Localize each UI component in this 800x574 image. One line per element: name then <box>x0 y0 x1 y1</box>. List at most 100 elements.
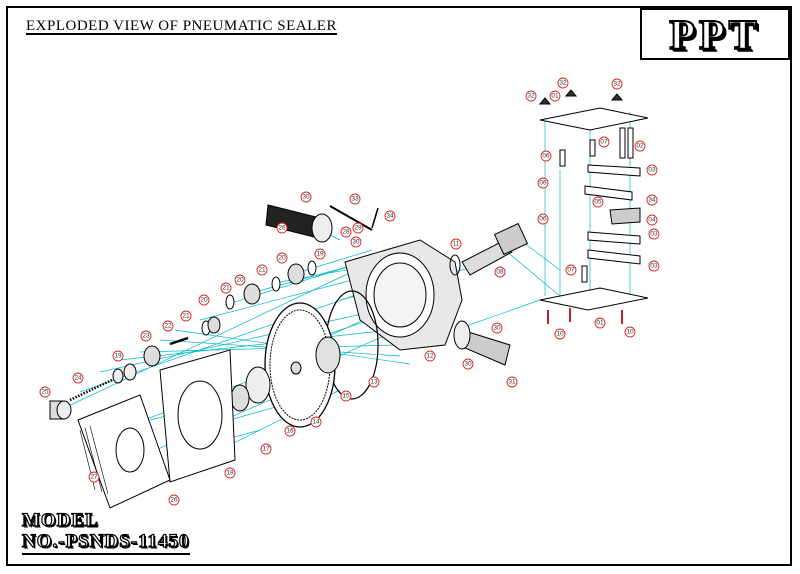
pin-07b <box>589 139 596 157</box>
balloon-06: 06 <box>537 213 549 225</box>
balloon-06: 06 <box>540 150 552 162</box>
part-number-label: 16 <box>286 428 294 435</box>
balloon-33: 33 <box>349 193 361 205</box>
balloon-circle <box>340 390 352 402</box>
part-number-label: 11 <box>453 241 460 248</box>
balloon-circle <box>198 294 210 306</box>
ppt-logo: PPT <box>668 12 761 60</box>
part-number-label: 02 <box>636 143 644 150</box>
part-number-label: 03 <box>650 231 658 238</box>
balloon-circle <box>646 214 658 226</box>
balloon-circle <box>162 320 174 332</box>
bottom-plate-01 <box>539 287 649 311</box>
hub-17 <box>230 384 250 412</box>
pin-07 <box>581 265 588 283</box>
part-number-label: 13 <box>370 379 378 386</box>
bearing-23 <box>143 345 161 367</box>
balloon-circle <box>180 310 192 322</box>
balloon-07: 07 <box>565 264 577 276</box>
balloon-29: 29 <box>352 222 364 234</box>
part-number-label: 20 <box>278 255 286 262</box>
balloon-13: 13 <box>368 376 380 388</box>
input-shaft <box>461 239 513 276</box>
part-number-label: 07 <box>567 267 575 274</box>
logo-box: PPT <box>640 8 790 60</box>
balloon-15: 15 <box>340 390 352 402</box>
drive-roller <box>265 204 321 239</box>
balloon-circle <box>506 376 518 388</box>
balloon-31: 31 <box>506 376 518 388</box>
balloon-04: 04 <box>646 214 658 226</box>
top-plate-01 <box>539 107 649 131</box>
balloon-02: 02 <box>634 140 646 152</box>
part-number-label: 14 <box>312 419 320 426</box>
balloon-10: 10 <box>554 328 566 340</box>
balloon-circle <box>424 350 436 362</box>
balloon-circle <box>462 358 474 370</box>
balloon-circle <box>88 471 100 483</box>
balloon-19: 19 <box>112 350 124 362</box>
part-number-label: 32 <box>527 93 535 100</box>
part-number-label: 19 <box>114 353 122 360</box>
part-number-label: 20 <box>200 297 208 304</box>
balloon-circle <box>537 213 549 225</box>
part-number-label: 26 <box>278 225 286 232</box>
balloon-circle <box>648 260 660 272</box>
balloon-32: 32 <box>557 77 569 89</box>
model-block: MODEL NO.-PSNDS-11450 <box>21 509 190 555</box>
drawing-frame <box>6 6 792 566</box>
balloon-03: 03 <box>648 228 660 240</box>
balloon-circle <box>537 177 549 189</box>
balloon-circle <box>598 136 610 148</box>
lever-03a <box>587 164 641 177</box>
part-number-label: 06 <box>542 153 550 160</box>
shaft-yoke <box>493 222 529 256</box>
nut-32b <box>564 89 578 97</box>
balloon-circle <box>450 238 462 250</box>
balloon-circle <box>310 416 322 428</box>
balloon-30: 30 <box>350 236 362 248</box>
balloon-circle <box>646 194 658 206</box>
lever-03c <box>587 249 641 265</box>
balloon-11: 11 <box>450 238 462 250</box>
roller-flange <box>311 213 333 243</box>
balloon-30: 30 <box>491 322 503 334</box>
balloon-circle <box>491 322 503 334</box>
cam-04 <box>609 207 641 225</box>
pin-06 <box>559 149 566 167</box>
balloon-07: 07 <box>598 136 610 148</box>
bearing-20c <box>287 263 305 285</box>
balloon-circle <box>72 372 84 384</box>
part-number-label: 34 <box>386 213 394 220</box>
balloon-circle <box>314 248 326 260</box>
ring-21b <box>225 294 235 310</box>
part-balloons: 01 01 02 03 03 03 04 05 06 06 06 07 07 0… <box>39 77 660 506</box>
part-number-label: 21 <box>222 285 230 292</box>
balloon-21: 21 <box>220 282 232 294</box>
balloon-19: 19 <box>314 248 326 260</box>
part-number-label: 17 <box>262 446 270 453</box>
part-number-label: 19 <box>316 251 324 258</box>
part-number-label: 21 <box>258 267 266 274</box>
balloon-circle <box>634 140 646 152</box>
balloon-06: 06 <box>537 177 549 189</box>
balloon-circle <box>276 222 288 234</box>
balloon-14: 14 <box>310 416 322 428</box>
balloon-circle <box>284 425 296 437</box>
part-number-label: 03 <box>650 263 658 270</box>
balloon-circle <box>260 443 272 455</box>
part-number-label: 07 <box>600 139 608 146</box>
part-number-label: 30 <box>464 361 472 368</box>
balloon-12: 12 <box>424 350 436 362</box>
balloon-circle <box>540 150 552 162</box>
balloon-16: 16 <box>284 425 296 437</box>
model-label: MODEL <box>21 509 99 531</box>
part-number-label: 30 <box>352 239 360 246</box>
balloon-circle <box>611 78 623 90</box>
pin-02b <box>627 127 634 159</box>
balloon-circle <box>565 264 577 276</box>
part-number-label: 32 <box>559 80 567 87</box>
balloon-27: 27 <box>88 471 100 483</box>
balloon-18: 18 <box>224 467 236 479</box>
balloon-circle <box>384 210 396 222</box>
